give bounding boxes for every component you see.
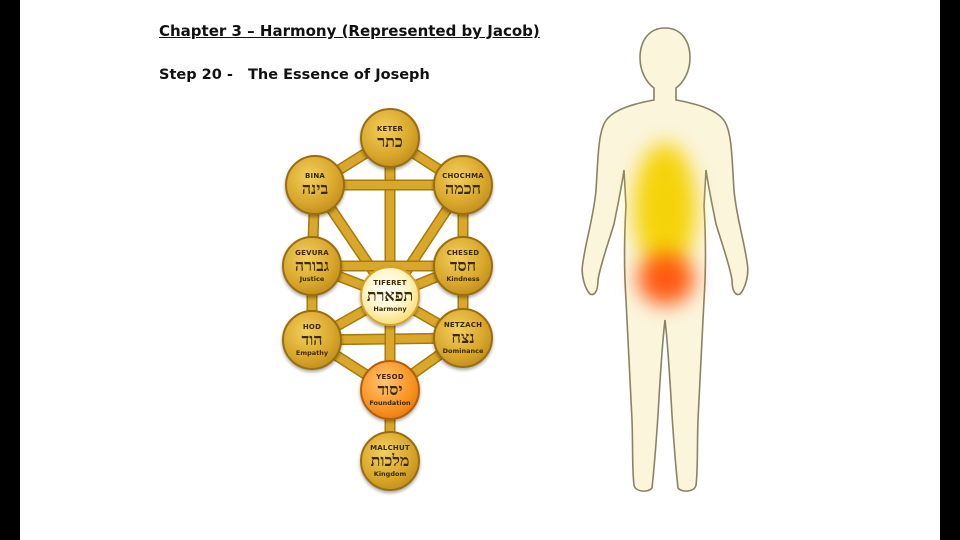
sefira-bina: BINA בינה xyxy=(285,155,345,215)
sefira-keter: KETER כתר xyxy=(360,108,420,168)
sefira-hod-name: HOD xyxy=(302,323,322,331)
sefira-yesod-meaning: Foundation xyxy=(369,399,411,407)
sefira-netzach-meaning: Dominance xyxy=(442,347,484,355)
sefira-yesod-name: YESOD xyxy=(376,373,404,381)
sefira-gevura-meaning: Justice xyxy=(299,275,325,283)
sefira-malchut: MALCHUT מלכות Kingdom xyxy=(360,431,420,491)
sefira-malchut-hebrew: מלכות xyxy=(370,451,410,470)
sefira-netzach-hebrew: נצח xyxy=(451,328,475,347)
sefira-netzach: NETZACH נצח Dominance xyxy=(433,308,493,368)
sefira-malchut-meaning: Kingdom xyxy=(373,470,407,478)
sefira-gevura-hebrew: גבורה xyxy=(294,256,330,275)
sefira-chesed-name: CHESED xyxy=(446,249,480,257)
sefira-keter-name: KETER xyxy=(376,125,404,133)
sefira-tiferet: TIFERET תפארת Harmony xyxy=(360,266,420,326)
sefira-keter-hebrew: כתר xyxy=(377,132,403,151)
sefira-hod-meaning: Empathy xyxy=(295,349,329,357)
sefira-gevura-name: GEVURA xyxy=(295,249,329,257)
sefira-chochma-hebrew: חכמה xyxy=(445,179,481,198)
sefira-bina-hebrew: בינה xyxy=(301,179,329,198)
sefira-chochma-name: CHOCHMA xyxy=(442,172,484,180)
sefira-yesod: YESOD יסוד Foundation xyxy=(360,360,420,420)
sefira-bina-name: BINA xyxy=(304,172,326,180)
sefira-tiferet-name: TIFERET xyxy=(373,279,407,287)
chapter-title: Chapter 3 – Harmony (Represented by Jaco… xyxy=(159,22,540,40)
sefira-gevura: GEVURA גבורה Justice xyxy=(282,236,342,296)
sefira-chesed: CHESED חסד Kindness xyxy=(433,236,493,296)
glow-upper-torso xyxy=(634,143,696,273)
sefira-yesod-hebrew: יסוד xyxy=(377,380,403,399)
sefira-tiferet-hebrew: תפארת xyxy=(366,286,414,305)
sefira-tiferet-meaning: Harmony xyxy=(373,305,407,313)
sefira-chochma: CHOCHMA חכמה xyxy=(433,155,493,215)
tree-of-life-diagram: KETER כתר BINA בינה CHOCHMA חכמה GEVURA … xyxy=(20,0,940,540)
step-title: Step 20 - The Essence of Joseph xyxy=(159,67,430,83)
sefira-hod: HOD הוד Empathy xyxy=(282,310,342,370)
sefira-chesed-meaning: Kindness xyxy=(446,275,480,283)
sefira-chesed-hebrew: חסד xyxy=(449,256,477,275)
sefira-malchut-name: MALCHUT xyxy=(370,444,410,452)
sefira-hod-hebrew: הוד xyxy=(301,330,323,349)
glow-lower-torso xyxy=(638,253,694,305)
sefira-netzach-name: NETZACH xyxy=(443,321,483,329)
slide: Chapter 3 – Harmony (Represented by Jaco… xyxy=(20,0,940,540)
